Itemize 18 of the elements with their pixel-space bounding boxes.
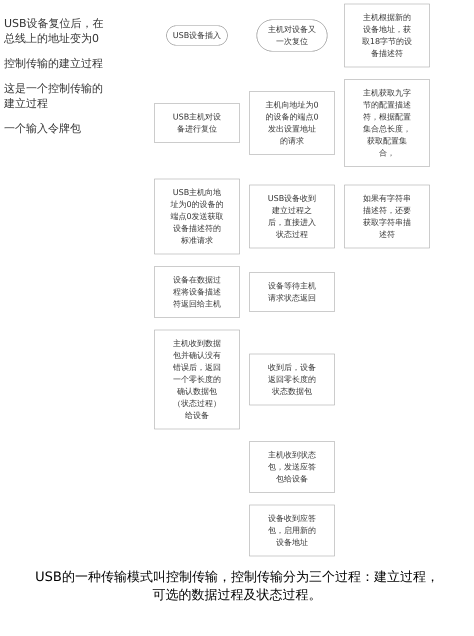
node-box: USB设备收到建立过程之后，直接进入状态过程 (249, 184, 335, 248)
node-box: 设备在数据过程将设备描述符返回给主机 (154, 266, 240, 318)
node-box: 收到后，设备返回零长度的状态数据包 (249, 354, 335, 406)
node-box: 设备收到应答包，启用新的设备地址 (249, 504, 335, 556)
node-box: 设备等待主机请求状态返回 (249, 272, 335, 312)
node-box: 主机向地址为0的设备的端点0发出设置地址的请求 (249, 91, 335, 155)
caption: USB的一种传输模式叫控制传输，控制传输分为三个过程：建立过程，可选的数据过程及状态过程。 (34, 569, 440, 605)
node-box: USB主机向地址为0的设备的端点0发送获取设备描述符的标准请求 (154, 178, 240, 254)
node-box: 如果有字符串描述符，还要获取字符串描述符 (344, 184, 430, 248)
note-text: USB设备复位后，在总线上的地址变为0 (4, 16, 105, 46)
note-text: 控制传输的建立过程 (4, 56, 104, 71)
note-text: 这是一个控制传输的建立过程 (4, 81, 104, 111)
node-box: USB主机对设备进行复位 (154, 103, 240, 143)
note-text: 一个输入令牌包 (4, 121, 82, 136)
node-box: 主机根据新的设备地址，获取18字节的设备描述符 (344, 4, 430, 68)
node-box: 主机获取九字节的配置描述符，根据配置集合总长度，获取配置集合， (344, 79, 430, 167)
node-box: 主机收到状态包，发送应答包给设备 (249, 441, 335, 493)
node-box: 主机收到数据包并确认没有错误后，返回一个零长度的确认数据包（状态过程）给设备 (154, 330, 240, 430)
